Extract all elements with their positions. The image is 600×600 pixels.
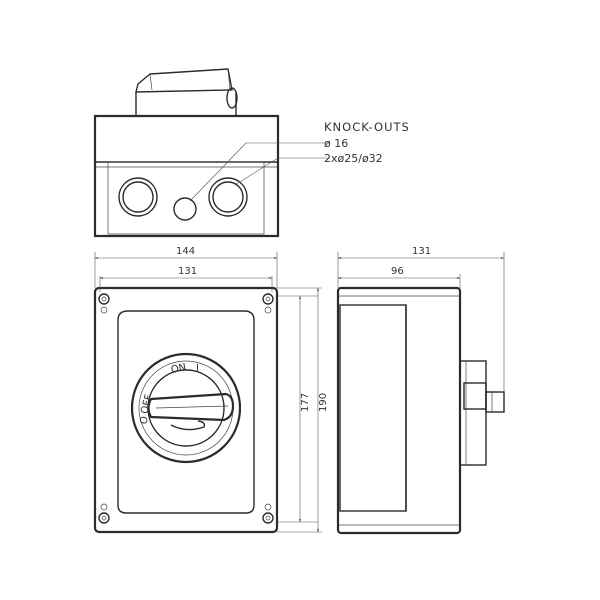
top-view [93,68,330,238]
dim-front-hole-width: 131 [178,266,197,277]
front-cover [117,310,255,514]
dim-front-total-width: 144 [176,246,195,257]
hole-large-label: 2xø25/ø32 [324,152,383,165]
side-enclosure [336,286,462,535]
screw-top-right [262,293,274,314]
dim-side-body-depth: 96 [391,266,404,277]
dial-off-symbol: O [138,415,151,426]
dial-on-label: ON [170,362,187,376]
knockout-large-left [118,177,158,217]
front-view: ON I OFF O [93,286,279,534]
knockout-small-center [173,197,197,221]
dim-side-total-depth: 131 [412,246,431,257]
top-handle [135,68,233,93]
front-width-dimensions [94,252,278,292]
front-height-dimensions [277,287,322,533]
knockout-large-right [208,177,248,217]
screw-bottom-right [262,503,274,524]
side-view [336,286,505,535]
dial-on-symbol: I [196,363,199,374]
dial-off-label: OFF [139,393,155,415]
dim-front-total-height: 190 [318,393,329,412]
knockouts-label: KNOCK-OUTS [324,120,410,134]
switch-handle [147,392,235,422]
dim-front-hole-height: 177 [300,393,311,412]
screw-bottom-left [98,503,110,524]
top-enclosure [93,114,280,238]
side-depth-dimensions [337,252,505,392]
front-enclosure [93,286,279,534]
rotary-switch-dial [130,352,242,464]
screw-top-left [98,293,110,314]
side-switch-knob [459,360,505,466]
hole-small-label: ø 16 [324,137,348,150]
